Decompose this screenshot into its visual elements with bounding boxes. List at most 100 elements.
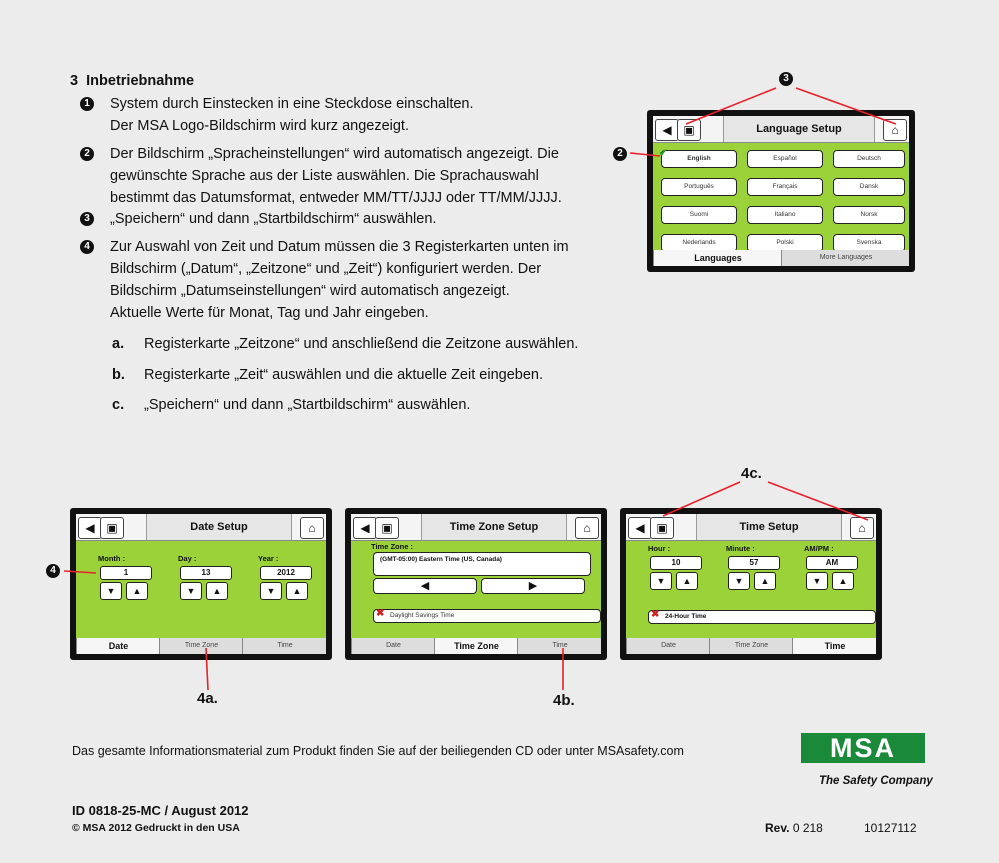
revision: Rev. 0 218 — [765, 821, 823, 835]
minute-label: Minute : — [726, 544, 755, 553]
home-icon[interactable]: ⌂ — [575, 517, 599, 539]
tab-date[interactable]: Date — [76, 638, 160, 654]
year-down-button[interactable]: ▼ — [260, 582, 282, 600]
month-up-button[interactable]: ▲ — [126, 582, 148, 600]
day-field[interactable]: 13 — [180, 566, 232, 580]
footer-info: Das gesamte Informationsmaterial zum Pro… — [72, 744, 684, 758]
ampm-down-button[interactable]: ▼ — [806, 572, 828, 590]
tab-languages[interactable]: Languages — [653, 250, 782, 266]
hour-field[interactable]: 10 — [650, 556, 702, 570]
tab-time[interactable]: Time — [517, 638, 601, 654]
language-button[interactable]: Español — [747, 150, 823, 168]
back-icon[interactable]: ◀ — [628, 517, 652, 539]
next-zone-button[interactable]: ▶ — [481, 578, 585, 594]
x-mark-icon: ✖ — [651, 609, 660, 620]
language-button[interactable]: Français — [747, 178, 823, 196]
save-icon[interactable]: ▣ — [650, 517, 674, 539]
minute-up-button[interactable]: ▲ — [754, 572, 776, 590]
callout-line — [629, 152, 661, 157]
step-4: 4 Zur Auswahl von Zeit und Datum müssen … — [80, 236, 600, 324]
tab-bar: Languages More Languages — [653, 250, 909, 266]
day-down-button[interactable]: ▼ — [180, 582, 202, 600]
step-2: 2 Der Bildschirm „Spracheinstellungen“ w… — [80, 143, 600, 209]
day-up-button[interactable]: ▲ — [206, 582, 228, 600]
section-title: Inbetriebnahme — [86, 73, 195, 89]
save-icon[interactable]: ▣ — [100, 517, 124, 539]
time-setup-screen: ◀ ▣ Time Setup ⌂ Hour : Minute : AM/PM :… — [620, 508, 882, 660]
callout-line — [662, 481, 741, 517]
substep-text: Registerkarte „Zeitzone“ und anschließen… — [144, 336, 579, 352]
callout-line — [685, 87, 777, 125]
revision-label: Rev. — [765, 821, 790, 835]
tab-bar: Date Time Zone Time — [626, 638, 876, 654]
step-marker: 1 — [80, 97, 94, 111]
home-icon[interactable]: ⌂ — [300, 517, 324, 539]
step-line: „Speichern“ und dann „Startbildschirm“ a… — [110, 211, 437, 227]
tab-time-zone[interactable]: Time Zone — [434, 638, 518, 654]
home-icon[interactable]: ⌂ — [883, 119, 907, 141]
callout-4: 4 — [46, 564, 60, 578]
month-label: Month : — [98, 554, 126, 563]
language-button[interactable]: Suomi — [661, 206, 737, 224]
copyright: © MSA 2012 Gedruckt in den USA — [72, 822, 240, 834]
substep-text: „Speichern“ und dann „Startbildschirm“ a… — [144, 397, 471, 413]
time-zone-label: Time Zone : — [371, 542, 413, 551]
callout-4a: 4a. — [197, 690, 218, 707]
language-button[interactable]: Dansk — [833, 178, 905, 196]
month-field[interactable]: 1 — [100, 566, 152, 580]
tab-time-zone[interactable]: Time Zone — [709, 638, 793, 654]
language-button[interactable]: English — [661, 150, 737, 168]
step-line: Der Bildschirm „Spracheinstellungen“ wir… — [110, 146, 559, 162]
day-label: Day : — [178, 554, 197, 563]
tab-time-zone[interactable]: Time Zone — [159, 638, 243, 654]
x-mark-icon: ✖ — [376, 608, 385, 619]
month-down-button[interactable]: ▼ — [100, 582, 122, 600]
substep-a: a.Registerkarte „Zeitzone“ und anschließ… — [112, 336, 579, 352]
step-line: Der MSA Logo-Bildschirm wird kurz angeze… — [110, 118, 409, 134]
previous-zone-button[interactable]: ◀ — [373, 578, 477, 594]
language-button[interactable]: Norsk — [833, 206, 905, 224]
minute-field[interactable]: 57 — [728, 556, 780, 570]
24-hour-checkbox[interactable]: 24-Hour Time — [648, 610, 876, 624]
tab-date[interactable]: Date — [351, 638, 435, 654]
year-field[interactable]: 2012 — [260, 566, 312, 580]
time-zone-field[interactable]: (GMT-05:00) Eastern Time (US, Canada) — [373, 552, 591, 576]
tab-time[interactable]: Time — [792, 638, 876, 654]
step-line: Bildschirm („Datum“, „Zeitzone“ und „Zei… — [110, 261, 542, 277]
date-setup-screen: ◀ ▣ Date Setup ⌂ Month : Day : Year : 1 … — [70, 508, 332, 660]
callout-line — [795, 87, 897, 125]
tab-more-languages[interactable]: More Languages — [781, 250, 909, 266]
language-button[interactable]: Italiano — [747, 206, 823, 224]
screen-title: Time Zone Setup — [421, 514, 567, 540]
step-3: 3 „Speichern“ und dann „Startbildschirm“… — [80, 208, 600, 230]
title-bar: ◀ ▣ Time Setup ⌂ — [626, 514, 876, 541]
tab-bar: Date Time Zone Time — [76, 638, 326, 654]
language-button[interactable]: Português — [661, 178, 737, 196]
year-up-button[interactable]: ▲ — [286, 582, 308, 600]
callout-2: 2 — [613, 147, 627, 161]
hour-down-button[interactable]: ▼ — [650, 572, 672, 590]
ampm-up-button[interactable]: ▲ — [832, 572, 854, 590]
back-icon[interactable]: ◀ — [78, 517, 102, 539]
step-line: System durch Einstecken in eine Steckdos… — [110, 96, 474, 112]
substep-text: Registerkarte „Zeit“ auswählen und die a… — [144, 367, 543, 383]
step-line: Zur Auswahl von Zeit und Datum müssen di… — [110, 239, 569, 255]
callout-3: 3 — [779, 72, 793, 86]
hour-label: Hour : — [648, 544, 671, 553]
hour-up-button[interactable]: ▲ — [676, 572, 698, 590]
ampm-field[interactable]: AM — [806, 556, 858, 570]
callout-line — [63, 570, 97, 574]
step-line: gewünschte Sprache aus der Liste auswähl… — [110, 168, 539, 184]
step-marker: 4 — [80, 240, 94, 254]
minute-down-button[interactable]: ▼ — [728, 572, 750, 590]
save-icon[interactable]: ▣ — [375, 517, 399, 539]
language-button[interactable]: Deutsch — [833, 150, 905, 168]
section-heading: 3 Inbetriebnahme — [70, 70, 194, 92]
substep-c: c.„Speichern“ und dann „Startbildschirm“… — [112, 397, 471, 413]
tab-time[interactable]: Time — [242, 638, 326, 654]
part-number: 10127112 — [864, 821, 917, 835]
msa-logo: MSA — [801, 733, 925, 763]
save-icon[interactable]: ▣ — [677, 119, 701, 141]
dst-checkbox[interactable]: Daylight Savings Time — [373, 609, 601, 623]
tab-date[interactable]: Date — [626, 638, 710, 654]
